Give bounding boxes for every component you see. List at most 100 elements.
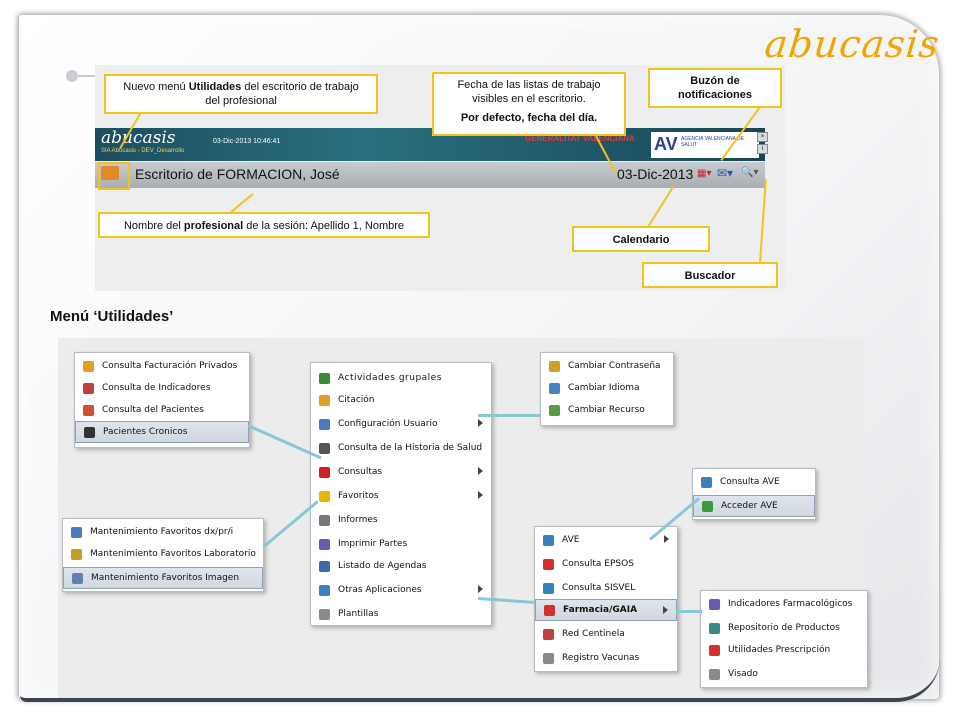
resource-icon [549, 404, 560, 416]
menu-consultas: Consulta Facturación Privados Consulta d… [74, 352, 250, 448]
epsos-icon [543, 558, 554, 570]
menu-item-selected[interactable]: Acceder AVE [693, 495, 815, 517]
stethoscope-icon [319, 442, 330, 454]
pharmacy-icon [544, 604, 555, 616]
utilidades-highlight [98, 162, 130, 190]
menu-otras-aplicaciones: AVE Consulta EPSOS Consulta SISVEL Farma… [534, 526, 678, 672]
bullet-line [78, 75, 98, 77]
menu-item[interactable]: Consulta de la Historia de Salud [311, 437, 491, 459]
consult-ave-icon [701, 476, 712, 488]
menu-item[interactable]: Consulta Facturación Privados [75, 355, 249, 377]
image-icon [72, 572, 83, 584]
banner-brand: abucasis [101, 128, 176, 148]
menu-item[interactable]: Favoritos [311, 485, 491, 507]
banner-datetime: 03-Dic-2013 10:46:41 [213, 138, 281, 145]
calendar-icon[interactable]: ▦▾ [697, 168, 712, 179]
desktop-date: 03-Dic-2013 [617, 166, 694, 182]
menu-ave: Consulta AVE Acceder AVE [692, 468, 816, 520]
menu-item[interactable]: Cambiar Recurso [541, 399, 673, 421]
menu-item[interactable]: Consulta del Pacientes [75, 399, 249, 421]
favorite-dx-icon [71, 526, 82, 538]
bullet-dot [66, 70, 78, 82]
indicators-icon [709, 598, 720, 610]
menu-item-selected[interactable]: Pacientes Cronicos [75, 421, 249, 443]
section-title: Menú ‘Utilidades’ [50, 308, 174, 325]
prescription-icon [709, 644, 720, 656]
apps-icon [319, 584, 330, 596]
menu-item[interactable]: Registro Vacunas [535, 647, 677, 669]
chart-icon [83, 382, 94, 394]
menu-item[interactable]: AVE [535, 529, 677, 551]
callout-fecha: Fecha de las listas de trabajo visibles … [432, 72, 626, 136]
banner-subtitle: SIA Abucasis - DEV_Desarrollo [101, 148, 185, 154]
menu-item[interactable]: Mantenimiento Favoritos Laboratorio [63, 543, 263, 565]
star-icon [319, 490, 330, 502]
callout-utilidades: Nuevo menú Utilidades del escritorio de … [104, 74, 378, 114]
ave-icon [543, 534, 554, 546]
menu-item[interactable]: Otras Aplicaciones [311, 579, 491, 601]
book-icon [319, 560, 330, 572]
group-icon [319, 372, 330, 384]
menu-item[interactable]: Mantenimiento Favoritos dx/pr/i [63, 521, 263, 543]
vaccine-icon [543, 652, 554, 664]
callout-buscador: Buscador [642, 262, 778, 288]
menu-utilidades-main: Actividades grupales Citación Configurac… [310, 362, 492, 626]
printer-icon [319, 514, 330, 526]
menu-item[interactable]: Informes [311, 509, 491, 531]
submenu-arrow-icon [664, 535, 669, 543]
menu-item[interactable]: Repositorio de Productos [701, 617, 867, 639]
menu-item[interactable]: Configuración Usuario [311, 413, 491, 435]
repository-icon [709, 622, 720, 634]
desktop-title: Escritorio de FORMACION, José [135, 166, 340, 182]
arrow-farmacia [676, 610, 702, 613]
menu-item-selected[interactable]: Farmacia/GAIA [535, 599, 677, 621]
window-buttons[interactable]: ×i [757, 132, 768, 162]
menu-item[interactable]: Utilidades Prescripción [701, 639, 867, 661]
visado-icon [709, 668, 720, 680]
utilidades-menu-icon[interactable] [101, 166, 119, 180]
menu-item[interactable]: Plantillas [311, 603, 491, 625]
banner-gva: GENERALITAT VALENCIANA [525, 134, 635, 143]
menu-item[interactable]: Consulta EPSOS [535, 553, 677, 575]
app-banner: abucasis SIA Abucasis - DEV_Desarrollo 0… [95, 128, 765, 162]
red-centinela-icon [543, 628, 554, 640]
info-icon[interactable]: i [757, 144, 768, 154]
menu-favoritos: Mantenimiento Favoritos dx/pr/i Mantenim… [62, 518, 264, 592]
menu-item[interactable]: Red Centinela [535, 623, 677, 645]
menu-config-usuario: Cambiar Contraseña Cambiar Idioma Cambia… [540, 352, 674, 426]
psc-icon [84, 426, 95, 438]
lab-icon [71, 548, 82, 560]
submenu-arrow-icon [478, 491, 483, 499]
desktop-header: Escritorio de FORMACION, José 03-Dic-201… [95, 161, 765, 188]
submenu-arrow-icon [663, 606, 668, 614]
menu-item[interactable]: Actividades grupales [311, 367, 491, 389]
menu-item[interactable]: Consulta SISVEL [535, 577, 677, 599]
menu-item[interactable]: Cambiar Contraseña [541, 355, 673, 377]
menu-farmacia: Indicadores Farmacológicos Repositorio d… [700, 590, 868, 688]
menu-item[interactable]: Consulta AVE [693, 471, 815, 493]
menu-item[interactable]: Cambiar Idioma [541, 377, 673, 399]
menu-item[interactable]: Imprimir Partes [311, 533, 491, 555]
question-icon [319, 466, 330, 478]
notifications-icon[interactable]: ✉▾ [717, 166, 734, 180]
menu-item[interactable]: Listado de Agendas [311, 555, 491, 577]
submenu-arrow-icon [478, 419, 483, 427]
menu-item[interactable]: Citación [311, 389, 491, 411]
submenu-arrow-icon [478, 585, 483, 593]
menu-item-selected[interactable]: Mantenimiento Favoritos Imagen [63, 567, 263, 589]
arrow-config [478, 414, 540, 417]
access-ave-icon [702, 500, 713, 512]
lock-icon [549, 360, 560, 372]
menu-item[interactable]: Indicadores Farmacológicos [701, 593, 867, 615]
template-icon [319, 608, 330, 620]
close-icon[interactable]: × [757, 132, 768, 142]
menu-item[interactable]: Consulta de Indicadores [75, 377, 249, 399]
callout-nombre: Nombre del profesional de la sesión: Ape… [98, 212, 430, 238]
search-icon[interactable]: 🔍▾ [741, 167, 759, 178]
menu-item[interactable]: Consultas [311, 461, 491, 483]
menu-item[interactable]: Visado [701, 663, 867, 685]
callout-calendario: Calendario [572, 226, 710, 252]
submenu-arrow-icon [478, 467, 483, 475]
user-icon [319, 418, 330, 430]
